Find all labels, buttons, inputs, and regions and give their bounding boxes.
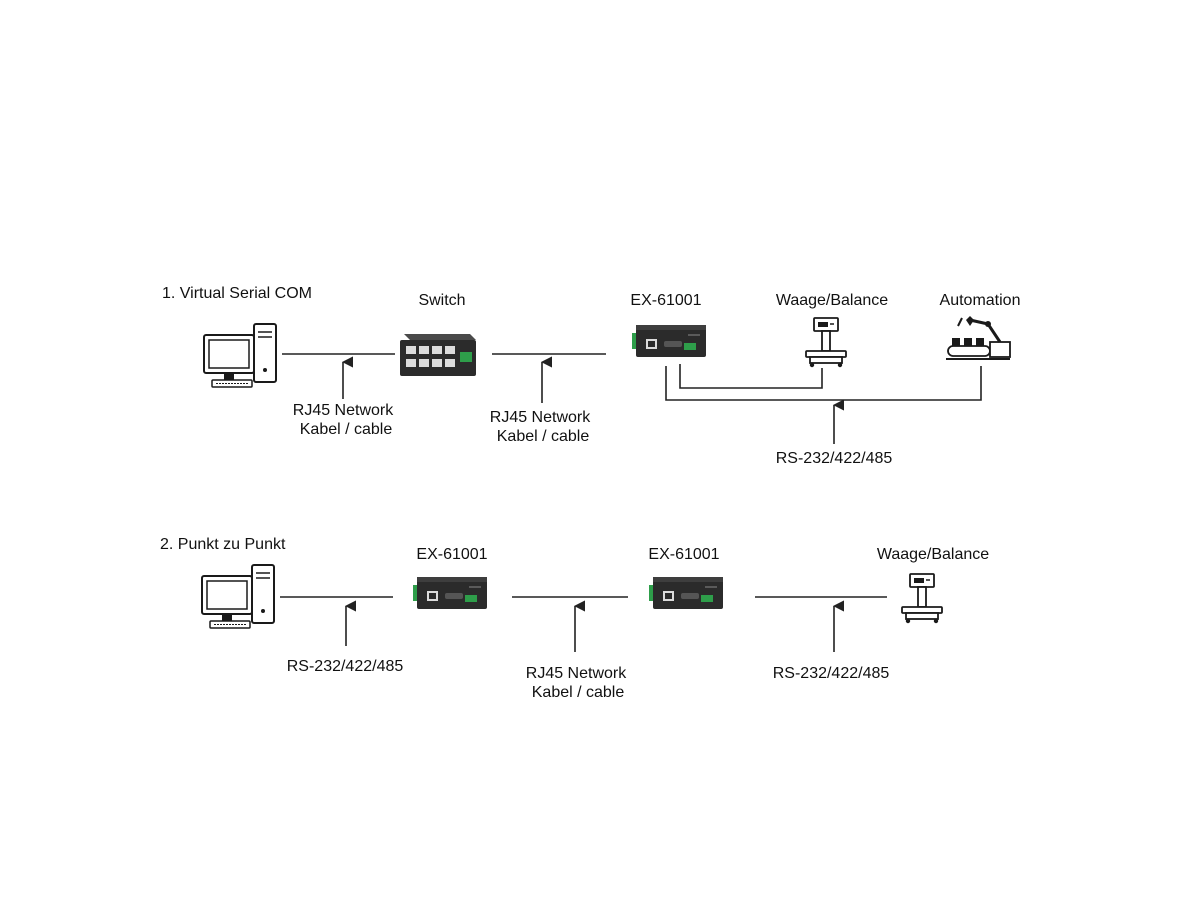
balance-label: Waage/Balance [775, 292, 889, 309]
cable-label-line1: RJ45 Network [489, 409, 591, 426]
converter-label: EX-61001 [630, 292, 702, 309]
cable-label-line2: Kabel / cable [531, 684, 625, 701]
scale-icon [901, 573, 943, 625]
cable-label-line2: Kabel / cable [299, 421, 393, 438]
robot-arm-icon [946, 316, 1011, 360]
network-switch-icon [400, 334, 476, 376]
section1-title: 1. Virtual Serial COM [162, 285, 312, 302]
section1-connections [282, 353, 982, 444]
converter-device-icon [412, 576, 488, 610]
switch-label: Switch [418, 292, 466, 309]
scale-icon [805, 317, 847, 369]
computer-icon [203, 323, 277, 388]
automation-label: Automation [939, 292, 1021, 309]
computer-icon [201, 564, 275, 629]
cable-label-line1: RJ45 Network [292, 402, 394, 419]
cable-label-line2: Kabel / cable [496, 428, 590, 445]
serial-label: RS-232/422/485 [772, 665, 890, 682]
converter-device-icon [648, 576, 724, 610]
serial-label: RS-232/422/485 [286, 658, 404, 675]
converter-label: EX-61001 [416, 546, 488, 563]
converter-device-icon [631, 324, 707, 358]
section2-title: 2. Punkt zu Punkt [160, 536, 286, 553]
cable-label-line1: RJ45 Network [525, 665, 627, 682]
converter-label: EX-61001 [648, 546, 720, 563]
section2-connections [280, 596, 887, 652]
serial-label: RS-232/422/485 [775, 450, 893, 467]
balance-label: Waage/Balance [876, 546, 990, 563]
